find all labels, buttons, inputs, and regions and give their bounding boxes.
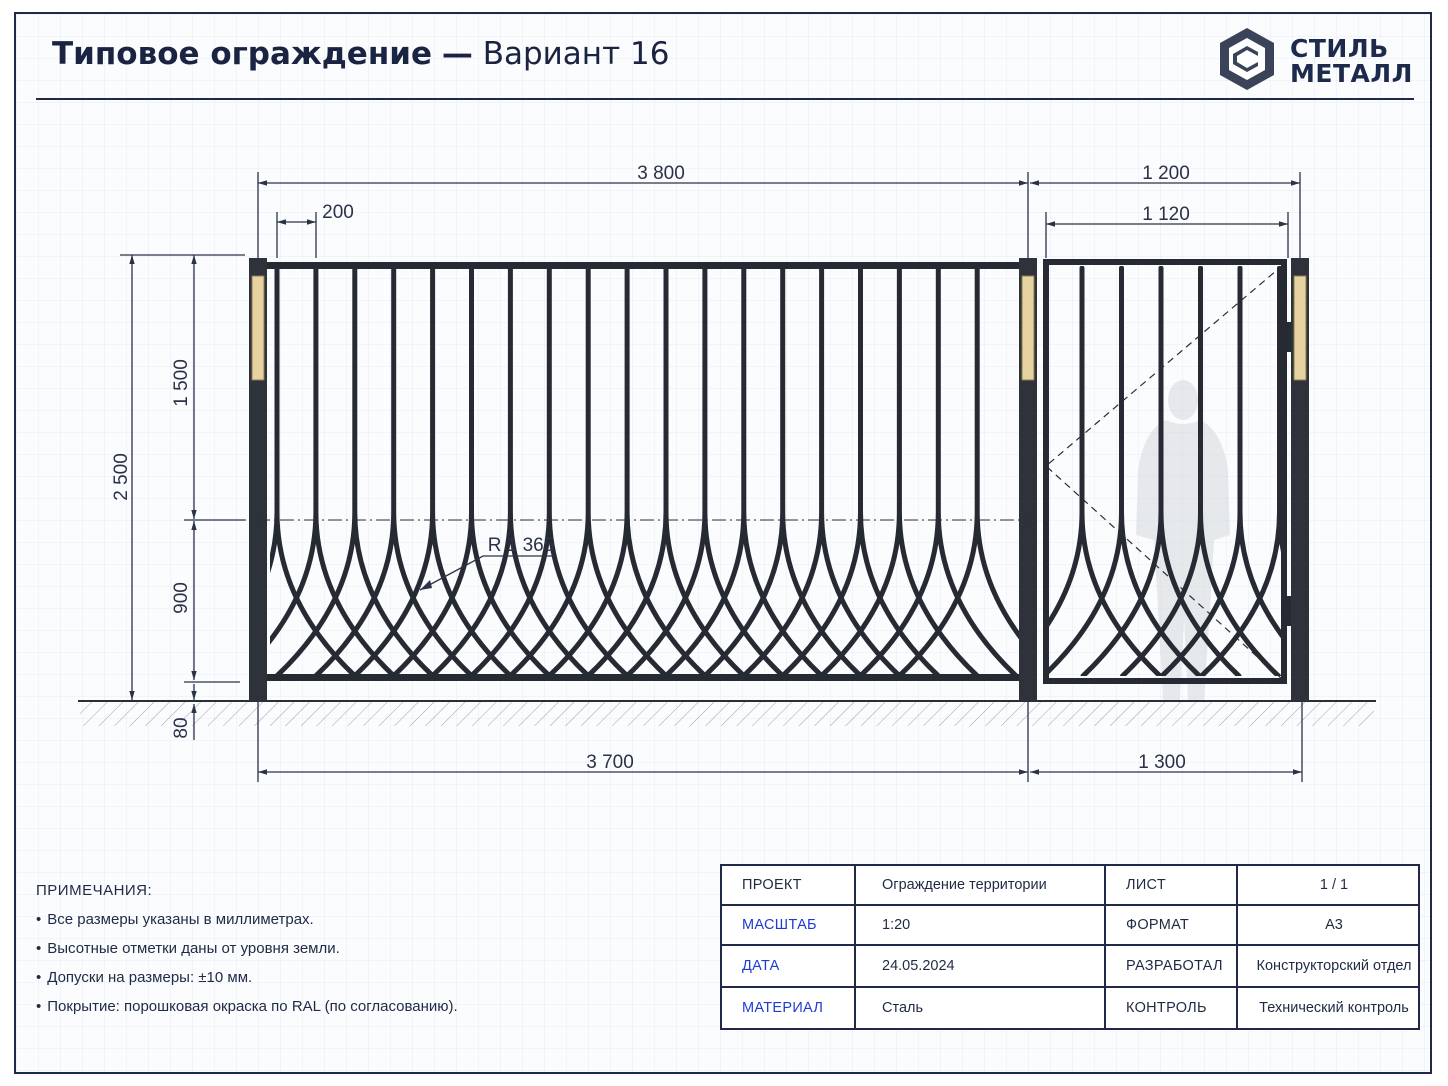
tb-key: РАЗРАБОТАЛ [1104,944,1238,988]
title-main: Типовое ограждение [52,36,432,72]
fence-section [266,262,1020,681]
fence-picket [391,266,552,676]
title-dash: — [441,36,473,72]
fence-picket [270,266,358,676]
fence-picket [663,266,825,676]
tb-value: 24.05.2024 [854,944,1106,988]
header-rule [36,98,1414,100]
fence-picket [624,266,786,676]
tb-key: КОНТРОЛЬ [1104,986,1238,1030]
fence-drawing: 3 800 1 200 1 120 200 1 500 2 500 900 80… [78,163,1376,782]
note-item: Высотные отметки даны от уровня земли. [36,940,686,957]
dim-gate-bottom-width: 1 300 [1138,752,1186,773]
title-variant: Вариант 16 [482,36,670,72]
note-item: Покрытие: порошковая окраска по RAL (по … [36,998,686,1015]
gate-pickets [1049,266,1281,676]
dim-section-bottom-width: 3 700 [586,752,634,773]
tb-key: МАТЕРИАЛ [720,986,856,1030]
title-block-row: ПРОЕКТ Ограждение территории ЛИСТ 1 / 1 [720,864,1420,906]
fence-picket [313,266,475,676]
title-block-row: МАСШТАБ 1:20 ФОРМАТ А3 [720,904,1420,946]
tb-key: ДАТА [720,944,856,988]
tb-value: Ограждение территории [854,864,1106,906]
notes-list: Все размеры указаны в миллиметрах. Высот… [36,911,686,1015]
title-block-row: ДАТА 24.05.2024 РАЗРАБОТАЛ Конструкторск… [720,944,1420,988]
logo-line-2: МЕТАЛЛ [1290,59,1413,88]
fence-picket [1199,266,1281,676]
fence-picket [818,266,980,676]
company-logo-text: СТИЛЬ МЕТАЛЛ [1290,36,1413,86]
page-title: Типовое ограждение — Вариант 16 [52,36,669,72]
hexagon-c-logo-icon [1220,28,1274,90]
fence-picket [741,266,903,676]
tb-value: Сталь [854,986,1106,1030]
tb-value: 1:20 [854,904,1106,946]
gate-leaf [1043,259,1291,684]
fence-picket [702,266,864,676]
dim-lower-height: 900 [171,582,192,614]
tb-key: ПРОЕКТ [720,864,856,906]
section-pickets [270,266,1020,676]
notes-block: ПРИМЕЧАНИЯ: Все размеры указаны в миллим… [36,882,686,1027]
fence-picket [896,266,1020,676]
fence-picket [507,266,669,676]
posts [249,258,1309,701]
tb-value: Конструкторский отдел [1236,944,1420,988]
fence-picket [585,266,747,676]
title-block: ПРОЕКТ Ограждение территории ЛИСТ 1 / 1 … [720,864,1420,1030]
tb-value: 1 / 1 [1236,864,1420,906]
fence-picket [468,266,630,676]
dim-total-height: 2 500 [111,453,132,501]
dimension-lines [120,172,1303,782]
note-item: Допуски на размеры: ±10 мм. [36,969,686,986]
dim-section-width: 3 800 [637,163,685,184]
fence-picket [352,266,514,676]
dim-gate-leaf-width: 1 120 [1142,204,1190,225]
dim-arc-radius: R 1 365 [488,535,555,556]
note-item: Все размеры указаны в миллиметрах. [36,911,686,928]
fence-picket [857,266,1019,676]
fence-picket [780,266,941,676]
ground [78,700,1376,726]
dim-ground-offset: 80 [171,717,192,738]
logo-line-1: СТИЛЬ [1290,34,1389,63]
tb-key: МАСШТАБ [720,904,856,946]
fence-picket [546,266,708,676]
tb-value: Технический контроль [1236,986,1420,1030]
notes-title: ПРИМЕЧАНИЯ: [36,882,153,899]
fence-picket [274,266,436,676]
dim-upper-height: 1 500 [171,359,192,407]
tb-key: ЛИСТ [1104,864,1238,906]
dim-bar-spacing: 200 [322,202,354,223]
fence-picket [429,266,591,676]
title-block-row: МАТЕРИАЛ Сталь КОНТРОЛЬ Технический конт… [720,986,1420,1030]
dim-gate-width: 1 200 [1142,163,1190,184]
tb-key: ФОРМАТ [1104,904,1238,946]
tb-value: А3 [1236,904,1420,946]
